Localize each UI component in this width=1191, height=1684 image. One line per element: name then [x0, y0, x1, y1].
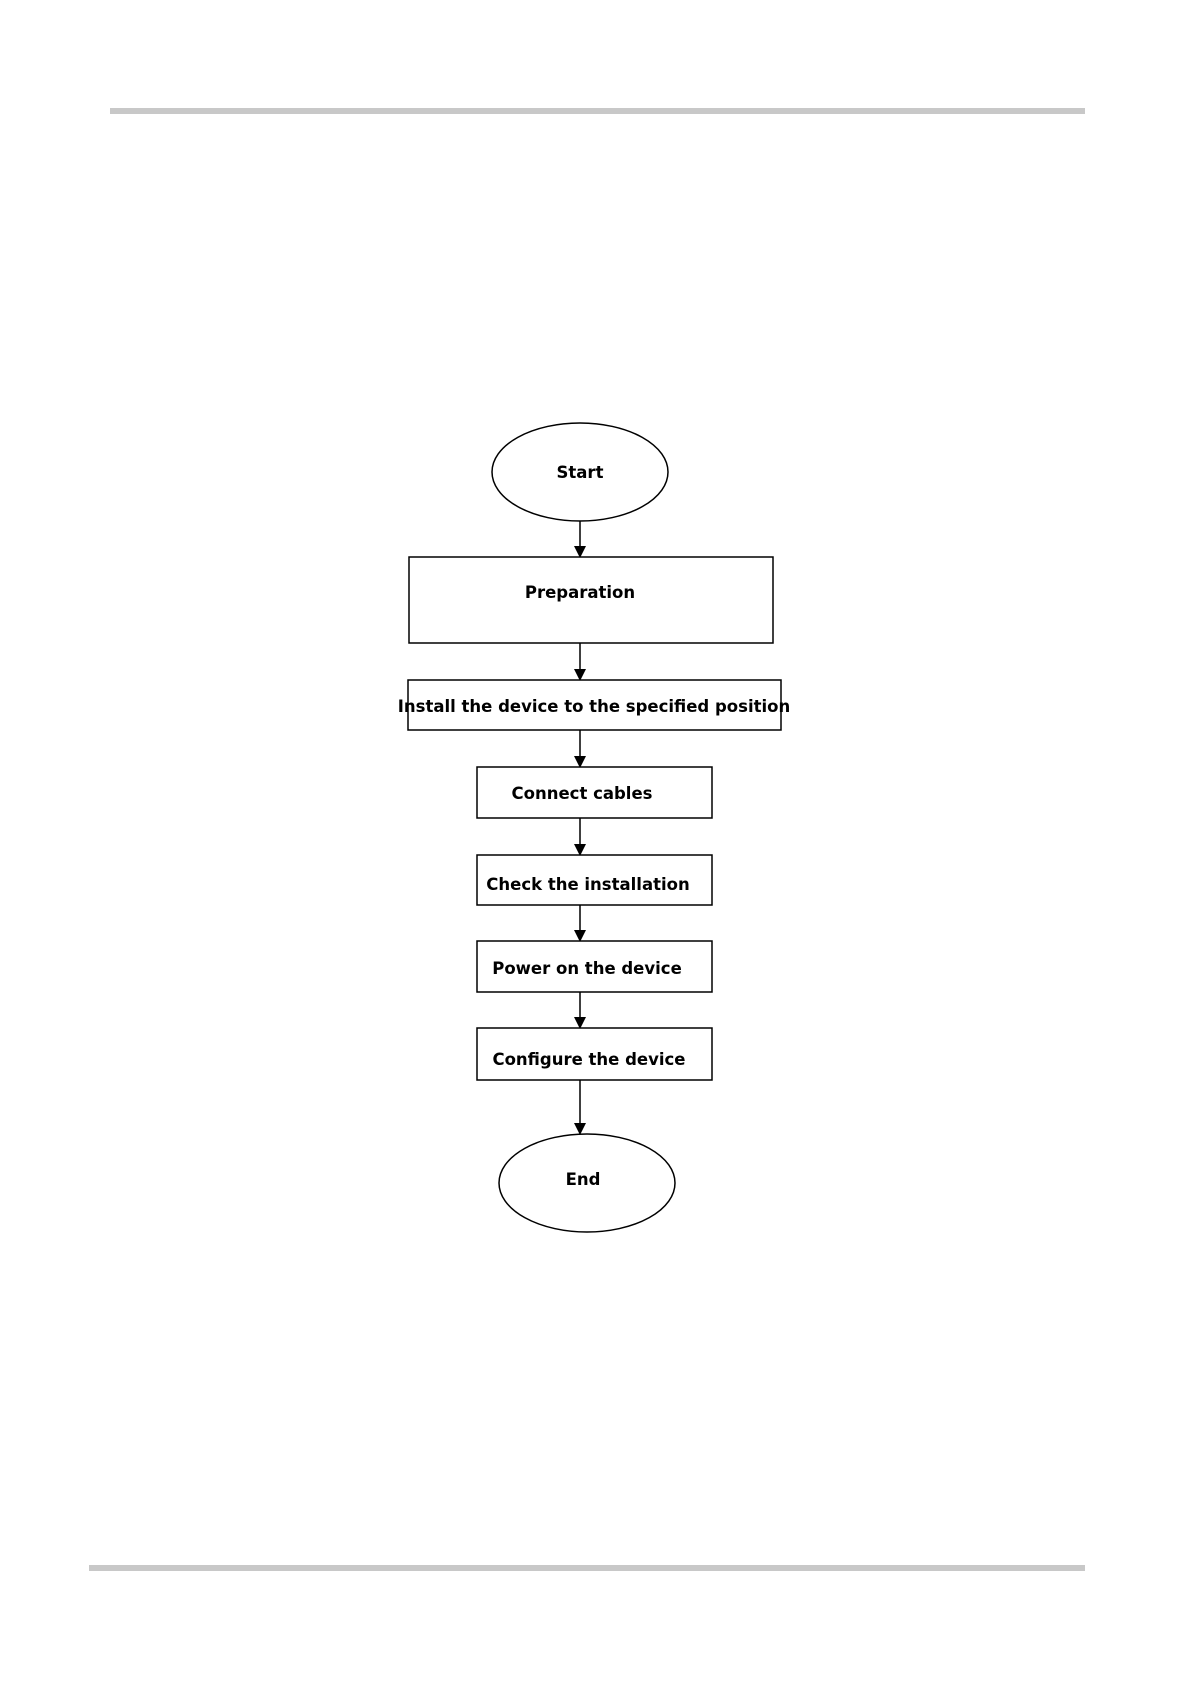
node-check: Check the installation: [477, 855, 712, 905]
node-power: Power on the device: [477, 941, 712, 992]
node-connect: Connect cables: [477, 767, 712, 818]
node-label-configure: Configure the device: [492, 1050, 685, 1069]
node-label-install: Install the device to the specified posi…: [398, 697, 791, 716]
node-label-end: End: [566, 1170, 601, 1189]
footer-divider: [89, 1565, 1085, 1571]
node-end: End: [499, 1134, 675, 1232]
node-label-check: Check the installation: [486, 875, 689, 894]
node-label-power: Power on the device: [492, 959, 682, 978]
node-install: Install the device to the specified posi…: [398, 680, 791, 730]
node-label-start: Start: [557, 463, 604, 482]
node-label-connect: Connect cables: [512, 784, 653, 803]
node-configure: Configure the device: [477, 1028, 712, 1080]
node-label-preparation: Preparation: [525, 583, 635, 602]
node-preparation: Preparation: [409, 557, 773, 643]
node-start: Start: [492, 423, 668, 521]
